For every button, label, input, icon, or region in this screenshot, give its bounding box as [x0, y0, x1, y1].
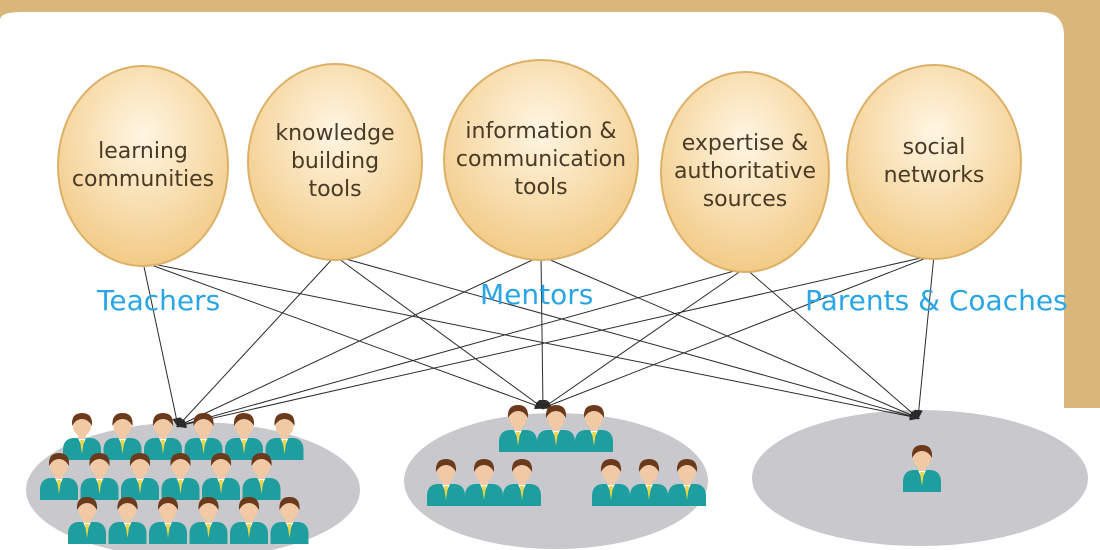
person-icon [265, 413, 304, 460]
person-icon [80, 453, 119, 500]
connector-information-communication-tools-to-parents-coaches [540, 255, 920, 419]
person-icon [230, 497, 268, 544]
person-icon [63, 413, 101, 460]
person-icon [668, 459, 706, 506]
person-icon [189, 497, 228, 544]
connector-knowledge-building-tools-to-teachers [176, 255, 336, 428]
connector-expertise-authoritative-sources-to-mentors [541, 267, 746, 410]
connector-expertise-authoritative-sources-to-parents-coaches [744, 267, 920, 420]
connector-learning-communities-to-teachers [142, 261, 181, 428]
person-icon [144, 413, 182, 460]
connector-social-networks-to-mentors [541, 254, 935, 409]
connector-information-communication-tools-to-mentors [538, 255, 547, 410]
person-icon [242, 453, 281, 500]
connector-expertise-authoritative-sources-to-teachers [176, 267, 746, 428]
connector-learning-communities-to-parents-coaches [142, 261, 920, 421]
group-label-teachers: Teachers [97, 284, 221, 317]
group-label-mentors: Mentors [480, 278, 594, 311]
person-icon [903, 445, 941, 492]
person-icon [592, 459, 630, 506]
connector-social-networks-to-teachers [176, 254, 935, 429]
connector-learning-communities-to-mentors [142, 261, 545, 410]
person-icon [499, 405, 537, 452]
group-label-parents-coaches: Parents & Coaches [805, 284, 1068, 317]
person-icon [149, 497, 187, 544]
connector-information-communication-tools-to-teachers [176, 255, 542, 427]
node-circle-learning-communities [57, 65, 229, 267]
person-icon [225, 413, 263, 460]
person-icon [427, 459, 465, 506]
group-ellipse-mentors [404, 413, 708, 549]
node-circle-knowledge-building-tools [247, 63, 423, 261]
person-icon [630, 459, 668, 506]
person-icon [465, 459, 503, 506]
connector-knowledge-building-tools-to-parents-coaches [334, 255, 920, 420]
node-circle-expertise-authoritative-sources [660, 71, 830, 273]
person-icon [161, 453, 200, 500]
person-icon [108, 497, 147, 544]
person-icon [121, 453, 159, 500]
connector-knowledge-building-tools-to-mentors [334, 255, 545, 410]
person-icon [503, 459, 541, 506]
person-icon [202, 453, 240, 500]
person-icon [184, 413, 223, 460]
node-circle-social-networks [846, 64, 1022, 260]
connector-social-networks-to-parents-coaches [914, 254, 935, 420]
person-icon [40, 453, 78, 500]
person-icon [103, 413, 142, 460]
person-icon [537, 405, 575, 452]
person-icon [68, 497, 106, 544]
person-icon [270, 497, 309, 544]
person-icon [575, 405, 613, 452]
node-circle-information-communication-tools [443, 59, 639, 261]
